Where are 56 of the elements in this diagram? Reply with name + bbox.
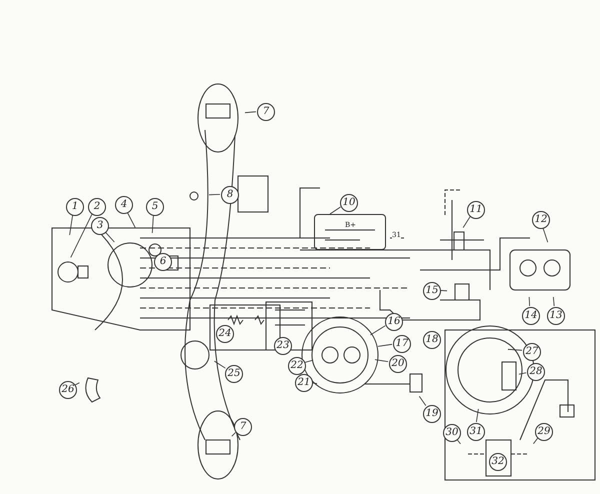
callout-number: 3 [91,217,109,235]
callout-number: 15 [423,282,441,300]
callout-number: 1 [66,198,84,216]
callout-number: 19 [423,405,441,423]
leader-line [74,382,80,386]
callout-number: 23 [274,337,292,355]
leader-line [476,408,479,422]
leader-line [69,214,74,236]
callout-number: 29 [535,423,553,441]
leader-line [208,194,220,196]
leader-line [70,214,92,258]
leader-line [374,359,388,362]
callout-number: 11 [467,201,485,219]
callout-number: 10 [340,194,358,212]
callout-number: 32 [489,453,507,471]
callout-number: 31 [467,423,485,441]
callout-number: 24 [216,325,234,343]
callout-number: 2 [88,198,106,216]
callout-number: 21 [295,374,313,392]
leader-line [214,360,226,369]
leader-line [542,227,548,243]
callout-number: 7 [257,103,275,121]
leader-line [330,206,341,214]
leader-line [126,212,136,228]
callout-number: 14 [522,307,540,325]
leader-line [518,372,527,375]
callout-number: 17 [393,335,411,353]
callout-number: 13 [547,307,565,325]
callout-number: 30 [443,424,461,442]
callout-number: 26 [59,381,77,399]
leader-line [533,438,538,444]
switch-box [314,214,386,250]
leader-line [378,344,392,347]
callout-number: 8 [221,186,239,204]
callout-number: 18 [423,331,441,349]
callout-number: 28 [527,363,545,381]
callout-number: 4 [115,196,133,214]
leader-line [528,296,530,306]
callout-number: 7 [234,418,252,436]
leader-line [462,216,471,228]
leader-line [231,432,236,437]
callout-number: 27 [523,343,541,361]
callout-number: 16 [385,313,403,331]
leader-line [370,325,386,336]
callout-number: 25 [225,365,243,383]
leader-line [152,214,154,234]
leader-line [552,296,555,306]
callout-number: 12 [532,211,550,229]
leader-line [244,111,256,114]
callout-number: 22 [288,357,306,375]
leader-line [418,396,426,406]
leader-line [508,348,522,351]
callout-number: 5 [146,198,164,216]
callout-number: 6 [154,253,172,271]
leader-line [104,231,115,242]
callout-number: 20 [389,355,407,373]
